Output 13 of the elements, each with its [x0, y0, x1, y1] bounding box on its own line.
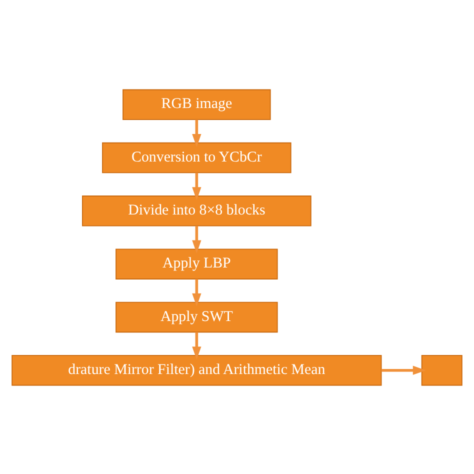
node-box: Conversion to YCbCr — [102, 142, 292, 173]
node-box: Apply SWT — [116, 301, 278, 332]
node-box: RGB image — [122, 88, 271, 120]
arrow — [192, 119, 202, 147]
node-box: Apply LBP — [116, 248, 278, 279]
arrow — [192, 278, 202, 306]
node-box: drature Mirror Filter) and Arithmetic Mean — [12, 354, 382, 386]
node-box — [421, 354, 462, 386]
node-box: Divide into 8×8 blocks — [82, 195, 312, 226]
arrow — [192, 172, 202, 200]
arrow — [192, 332, 202, 360]
arrow — [192, 225, 202, 253]
arrow — [381, 365, 426, 374]
